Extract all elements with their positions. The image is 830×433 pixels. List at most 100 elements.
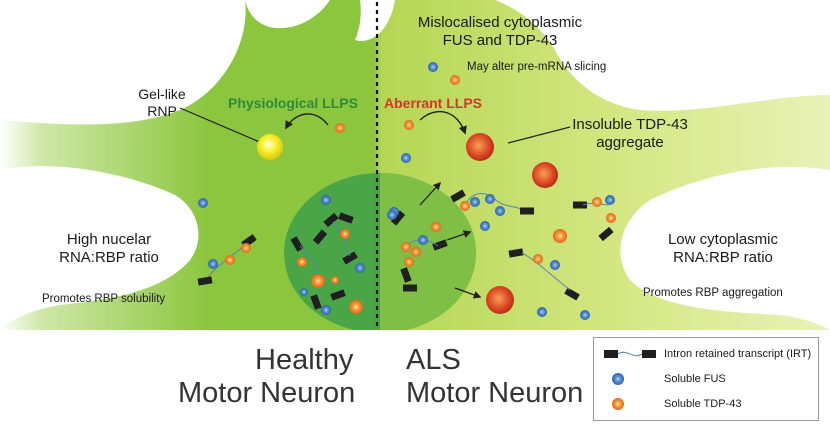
tdp43-molecule: [460, 201, 470, 211]
gel-pointer-line: [179, 107, 263, 144]
irt-segment: [520, 207, 534, 215]
tdp43-aggregate: [466, 133, 494, 161]
fus-molecule: [387, 210, 397, 220]
high-ratio-label: High nucelar RNA:RBP ratio: [44, 231, 174, 267]
legend-item-irt: Intron retained transcript (IRT): [594, 346, 818, 366]
fus-molecule: [198, 198, 208, 208]
fus-molecule: [401, 153, 411, 163]
may-alter-label: May alter pre-mRNA slicing: [467, 61, 607, 73]
gel-like-rnp: [257, 134, 283, 160]
legend-item-tdp43: Soluble TDP-43: [594, 396, 818, 416]
insoluble-pointer-line: [507, 126, 571, 144]
irt-segment: [508, 248, 524, 258]
export-arrow-1: [419, 181, 442, 206]
tdp43-molecule: [404, 257, 414, 267]
mislocalised-label: Mislocalised cytoplasmic FUS and TDP-43: [400, 14, 600, 50]
rna-strand: [521, 252, 571, 291]
fus-molecule: [550, 260, 560, 270]
mislocalised-line-1: Mislocalised cytoplasmic: [417, 14, 583, 31]
irt-segment: [432, 239, 448, 251]
irt-segment: [312, 229, 328, 245]
irt-segment: [390, 210, 406, 226]
tdp43-molecule: [592, 197, 602, 207]
tdp43-molecule: [411, 247, 421, 257]
tdp43-molecule: [431, 222, 441, 232]
irt-segment: [342, 251, 358, 265]
fus-molecule: [480, 221, 490, 231]
healthy-title-line-1: Healthy: [255, 344, 354, 376]
tdp43-molecule: [297, 257, 307, 267]
fus-molecule: [300, 288, 308, 296]
low-ratio-line-2: RNA:RBP ratio: [673, 249, 773, 266]
fus-dot-icon: [612, 373, 624, 385]
irt-segment: [573, 201, 587, 209]
tdp43-dot-icon: [612, 398, 624, 410]
irt-segment: [598, 226, 614, 242]
insoluble-line-1: Insoluble TDP-43: [572, 116, 688, 133]
irt-segment: [403, 284, 417, 292]
fus-molecule: [470, 197, 480, 207]
tdp43-molecule: [401, 242, 411, 252]
rbp-molecules: [198, 62, 616, 320]
tdp43-molecule: [331, 276, 339, 284]
tdp43-molecule: [533, 254, 543, 264]
tdp43-molecule: [225, 255, 235, 265]
tdp43-molecule: [335, 123, 345, 133]
tdp43-molecule: [606, 213, 616, 223]
tdp43-molecule: [311, 274, 325, 288]
irt-icon: [604, 350, 656, 358]
tdp43-aggregate: [486, 286, 514, 314]
fus-molecule: [355, 263, 365, 273]
legend-item-fus: Soluble FUS: [594, 371, 818, 391]
high-ratio-line-1: High nucelar: [66, 231, 152, 248]
low-ratio-line-1: Low cytoplasmic: [667, 231, 779, 248]
irt-segment: [564, 287, 580, 301]
fus-molecule: [580, 310, 590, 320]
export-arrow-2: [446, 230, 472, 241]
gel-like-line-2: RNP: [147, 103, 177, 119]
irt-segment: [323, 212, 339, 228]
high-ratio-line-2: RNA:RBP ratio: [59, 249, 159, 266]
promotes-aggregation-label: Promotes RBP aggregation: [643, 287, 783, 299]
export-arrow-3: [454, 287, 482, 299]
irt-segment: [400, 267, 412, 283]
fus-molecule: [537, 307, 547, 317]
tdp43-molecule: [450, 75, 460, 85]
tdp43-molecule: [553, 229, 567, 243]
irt-segment: [290, 236, 304, 252]
rna-strand: [466, 193, 524, 211]
als-nucleus: [380, 173, 476, 333]
irt-segment: [450, 189, 466, 203]
gel-like-line-1: Gel-like: [138, 86, 186, 102]
aberrant-llps-label: Aberrant LLPS: [384, 95, 483, 111]
fus-molecule: [428, 62, 438, 72]
irt-segment: [197, 276, 213, 286]
als-title-line-1: ALS: [406, 344, 461, 376]
fus-molecule: [605, 195, 615, 205]
aberrant-arrow: [419, 110, 467, 135]
promotes-solubility-label: Promotes RBP solubility: [42, 293, 166, 305]
tdp43-molecule: [241, 243, 251, 253]
fus-molecule: [485, 194, 495, 204]
gel-like-label: Gel-like RNP: [132, 86, 192, 120]
extracellular-space: [0, 0, 830, 330]
healthy-title-line-2: Motor Neuron: [178, 377, 356, 409]
legend-irt-label: Intron retained transcript (IRT): [664, 348, 812, 360]
irt-segment: [338, 212, 354, 224]
tdp43-molecule: [340, 229, 350, 239]
fus-molecule: [495, 206, 505, 216]
physiological-llps-label: Physiological LLPS: [228, 95, 358, 111]
insoluble-line-2: aggregate: [596, 134, 664, 151]
fus-molecule: [321, 195, 331, 205]
fus-molecule: [418, 235, 428, 245]
tdp43-molecule: [404, 120, 414, 130]
legend-fus-label: Soluble FUS: [664, 373, 726, 385]
fus-molecule: [208, 259, 218, 269]
irt-segment: [330, 289, 346, 301]
tdp43-molecule: [349, 300, 363, 314]
fus-molecule: [321, 305, 331, 315]
irt-segment: [310, 294, 322, 310]
low-ratio-label: Low cytoplasmic RNA:RBP ratio: [648, 231, 798, 267]
als-title-line-2: Motor Neuron: [406, 377, 584, 409]
